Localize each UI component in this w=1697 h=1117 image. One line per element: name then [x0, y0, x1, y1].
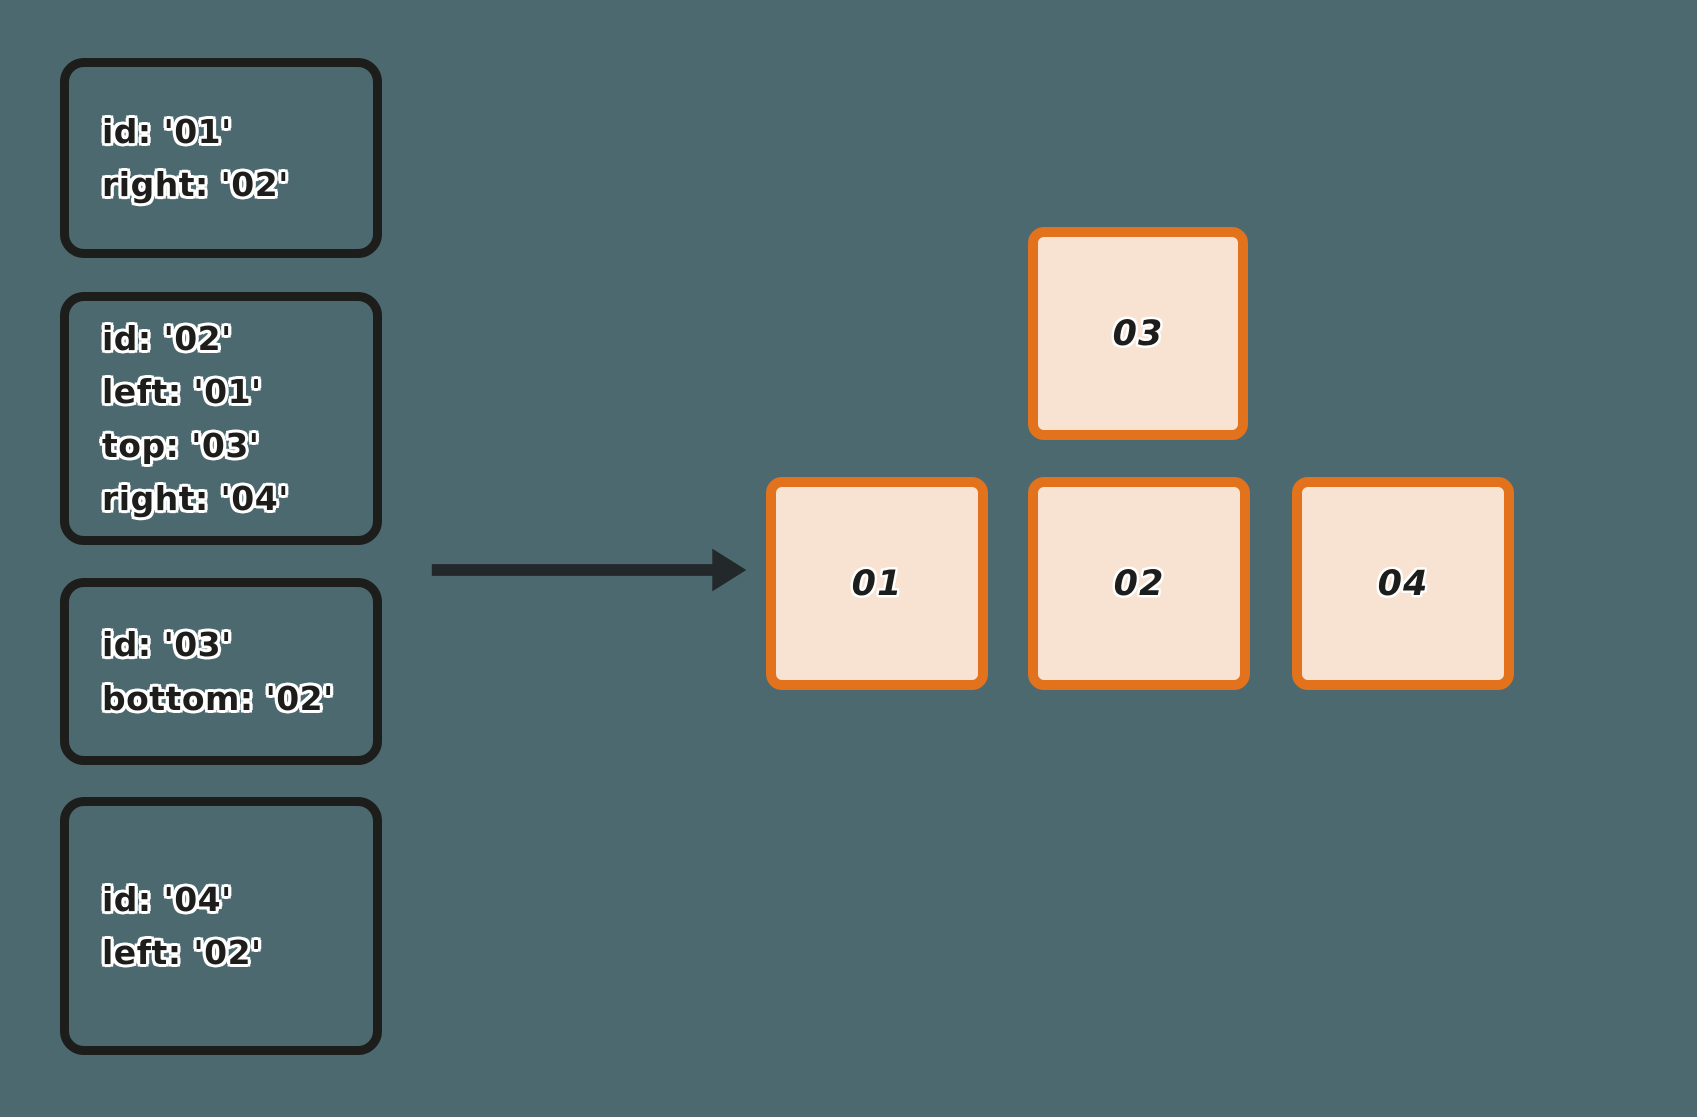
node-property-line: top: '03' — [100, 423, 261, 466]
layout-tile-label: 04 — [1377, 563, 1429, 604]
node-definition-box-04: id: '04' left: '02' — [60, 797, 382, 1055]
node-definition-box-03: id: '03' bottom: '02' — [60, 578, 382, 765]
node-property-line: id: '03' — [100, 623, 233, 666]
node-property-line: bottom: '02' — [100, 676, 335, 719]
arrow-shape — [431, 548, 747, 592]
node-property-line: right: '02' — [100, 163, 290, 206]
layout-tile-label: 01 — [851, 563, 903, 604]
layout-tile-02: 02 — [1028, 477, 1250, 690]
layout-tile-label: 02 — [1113, 563, 1165, 604]
node-definition-box-01: id: '01' right: '02' — [60, 58, 382, 258]
node-definition-box-02: id: '02' left: '01' top: '03' right: '04' — [60, 292, 382, 545]
node-property-line: left: '02' — [100, 931, 263, 974]
layout-tile-label: 03 — [1112, 313, 1164, 354]
transform-arrow-icon — [431, 548, 747, 592]
node-property-line: id: '01' — [100, 110, 233, 153]
node-property-line: id: '02' — [100, 317, 233, 360]
layout-tile-03: 03 — [1028, 227, 1248, 440]
node-property-line: right: '04' — [100, 477, 290, 520]
layout-tile-04: 04 — [1292, 477, 1514, 690]
node-property-line: id: '04' — [100, 878, 233, 921]
layout-tile-01: 01 — [766, 477, 988, 690]
node-property-line: left: '01' — [100, 370, 263, 413]
